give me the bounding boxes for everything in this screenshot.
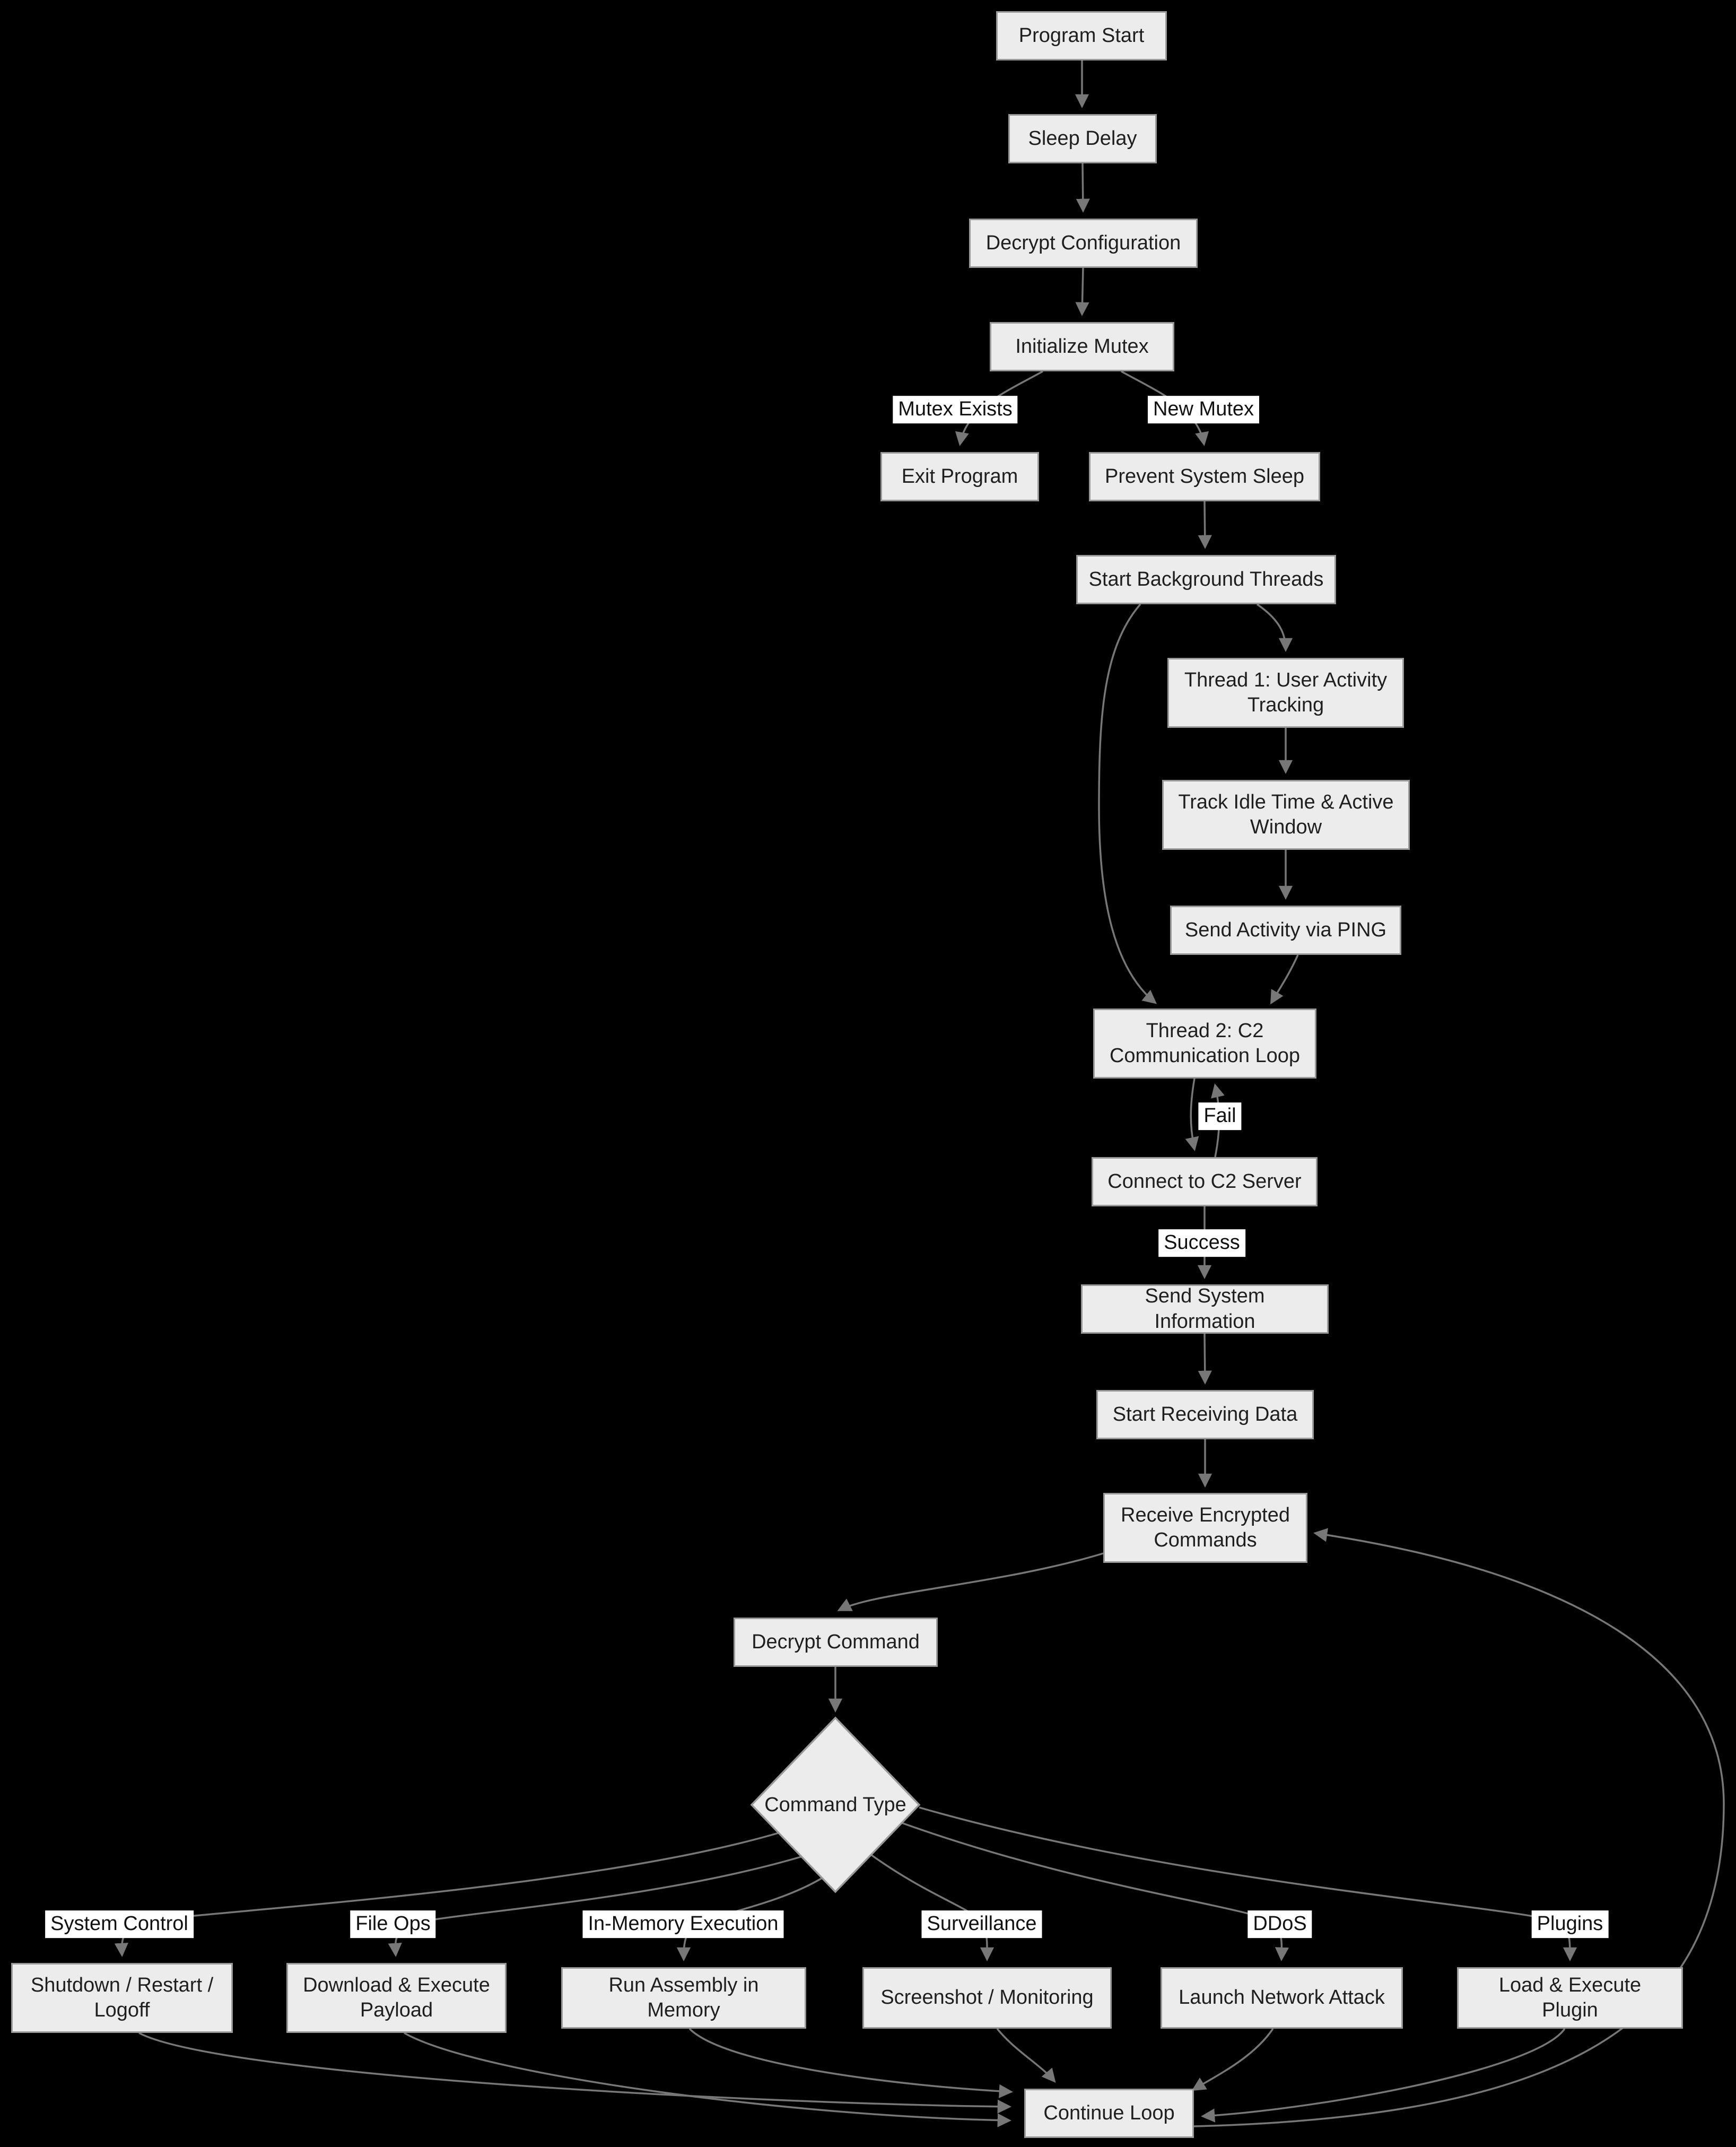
node-prevent-system-sleep: Prevent System Sleep — [1089, 452, 1320, 501]
node-exit-program: Exit Program — [880, 452, 1039, 501]
edge-label-in-memory-execution: In-Memory Execution — [582, 1910, 784, 1938]
edge-screenshot-to-continue — [996, 2028, 1056, 2083]
node-screenshot-monitoring: Screenshot / Monitoring — [862, 1967, 1112, 2029]
node-track-idle-time: Track Idle Time & Active Window — [1162, 780, 1410, 850]
edge-threads-to-thread1 — [1257, 603, 1293, 652]
edge-thread2-to-connect — [1185, 1078, 1199, 1151]
edge-commandtype-to-launch — [901, 1822, 1289, 1961]
edge-label-mutex-exists: Mutex Exists — [893, 396, 1018, 423]
edge-shutdown-to-continue — [138, 2032, 1011, 2114]
node-thread2-c2-loop: Thread 2: C2 Communication Loop — [1093, 1009, 1316, 1079]
edge-label-fail: Fail — [1198, 1102, 1242, 1130]
edge-threads-to-thread2 — [1098, 603, 1157, 1004]
node-continue-loop: Continue Loop — [1024, 2089, 1194, 2138]
edge-label-system-control: System Control — [45, 1910, 194, 1938]
edge-ping-to-thread2 — [1270, 954, 1299, 1005]
command-type-diamond — [750, 1716, 921, 1893]
edge-label-ddos: DDoS — [1248, 1910, 1312, 1938]
node-launch-network-attack: Launch Network Attack — [1161, 1967, 1403, 2029]
edge-launch-to-continue — [1191, 2028, 1274, 2091]
node-load-execute-plugin: Load & Execute Plugin — [1457, 1967, 1683, 2029]
node-connect-c2-server: Connect to C2 Server — [1092, 1157, 1318, 1206]
node-command-type: Command Type — [764, 1793, 906, 1816]
edge-label-plugins: Plugins — [1531, 1910, 1609, 1938]
node-program-start: Program Start — [996, 11, 1167, 60]
node-run-assembly-in-memory: Run Assembly in Memory — [561, 1967, 806, 2029]
edge-receive-to-decryptcmd — [837, 1552, 1104, 1611]
edge-label-new-mutex: New Mutex — [1147, 396, 1260, 423]
node-send-activity-ping: Send Activity via PING — [1170, 906, 1401, 955]
node-start-receiving-data: Start Receiving Data — [1096, 1390, 1314, 1439]
edge-decryptcfg-to-mutex — [1075, 267, 1089, 316]
node-decrypt-command: Decrypt Command — [734, 1618, 938, 1667]
node-download-execute-payload: Download & Execute Payload — [286, 1963, 507, 2033]
edge-commandtype-to-screenshot — [870, 1854, 995, 1961]
node-sleep-delay: Sleep Delay — [1008, 114, 1157, 163]
edge-continue-to-receive — [1193, 1528, 1725, 2127]
edge-label-file-ops: File Ops — [350, 1910, 436, 1938]
node-initialize-mutex: Initialize Mutex — [990, 322, 1174, 371]
edge-label-success: Success — [1158, 1229, 1245, 1257]
edge-loadplugin-to-continue — [1201, 2028, 1566, 2123]
node-start-background-threads: Start Background Threads — [1076, 555, 1336, 604]
node-decrypt-configuration: Decrypt Configuration — [969, 219, 1198, 268]
edge-runassembly-to-continue — [688, 2028, 1013, 2098]
node-shutdown-restart-logoff: Shutdown / Restart / Logoff — [11, 1963, 233, 2033]
node-receive-encrypted-commands: Receive Encrypted Commands — [1103, 1493, 1307, 1563]
node-send-system-information: Send System Information — [1081, 1284, 1329, 1334]
edge-download-to-continue — [404, 2032, 1011, 2127]
node-thread1-user-activity: Thread 1: User Activity Tracking — [1167, 658, 1404, 728]
edge-label-surveillance: Surveillance — [921, 1910, 1042, 1938]
